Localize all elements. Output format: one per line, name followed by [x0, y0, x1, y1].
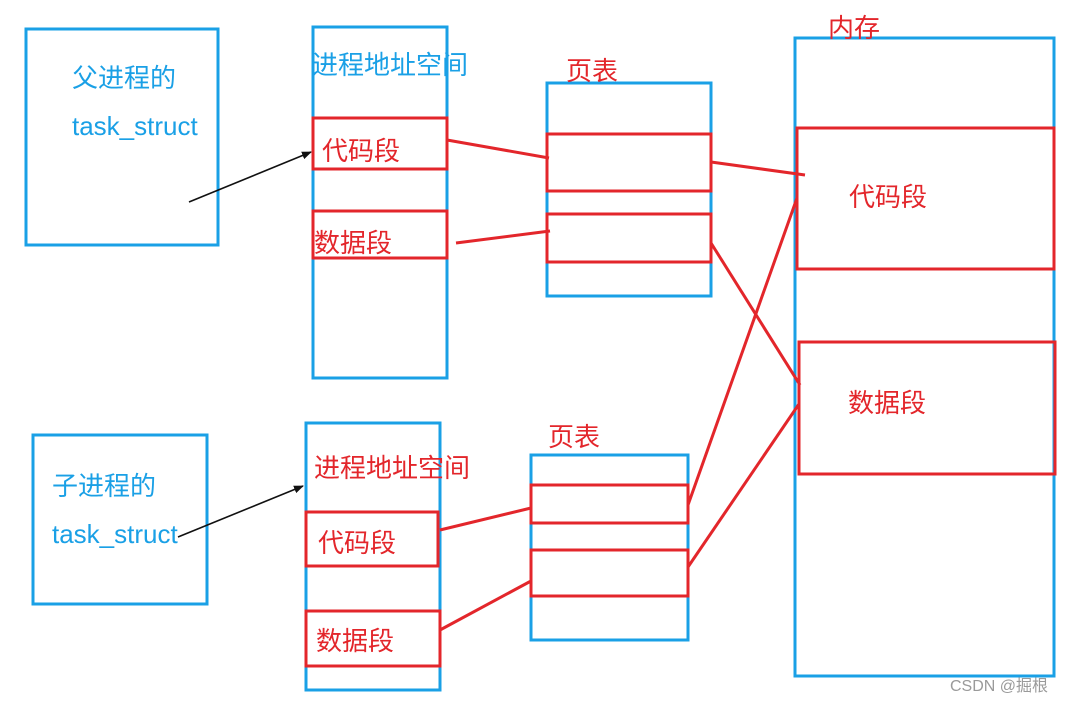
parent-page-table-code-entry [545, 132, 713, 193]
child-code-segment-label: 代码段 [318, 528, 396, 558]
memory-data-segment-label: 数据段 [848, 388, 926, 418]
parent-page-table-data-entry [545, 212, 713, 264]
parent-code-to-page-table-line [446, 138, 550, 160]
child-data-to-page-table-line [439, 579, 532, 632]
parent-code-segment-label: 代码段 [322, 136, 400, 166]
parent-data-to-page-table-line [455, 229, 551, 245]
memory-label: 内存 [828, 13, 880, 43]
child-page-table-box [529, 453, 690, 642]
child-page-table-data-entry [529, 548, 690, 598]
parent-task-struct-label-line1: 父进程的 [72, 63, 176, 93]
memory-code-segment-label: 代码段 [849, 182, 927, 212]
parent-page-table-label: 页表 [566, 56, 618, 86]
child-data-segment-label: 数据段 [316, 626, 394, 656]
parent-task-struct-label-line2: task_struct [72, 111, 198, 141]
memory-box [793, 36, 1056, 678]
watermark: CSDN @掘根 [950, 677, 1048, 695]
child-code-to-page-table-line [439, 506, 532, 532]
parent-address-space-label: 进程地址空间 [312, 50, 468, 80]
parent-data-segment-label: 数据段 [314, 228, 392, 258]
child-task-struct-box [31, 433, 209, 606]
child-task-struct-label-line1: 子进程的 [52, 471, 156, 501]
child-data-mapping-line [686, 403, 801, 568]
child-code-segment-box [304, 510, 440, 568]
parent-task-struct-arrow [188, 151, 312, 203]
parent-address-space-box [311, 25, 449, 380]
parent-data-segment-box [311, 209, 449, 260]
parent-code-segment-box [311, 116, 449, 171]
child-task-struct-arrow [177, 485, 304, 538]
parent-task-struct-box [24, 27, 220, 247]
parent-code-mapping-line [710, 160, 806, 177]
child-page-table-label: 页表 [548, 422, 600, 452]
child-address-space-label: 进程地址空间 [314, 453, 470, 483]
child-data-segment-box [304, 609, 442, 668]
child-task-struct-label-line2: task_struct [52, 519, 178, 549]
memory-data-segment-box [797, 340, 1057, 476]
child-page-table-code-entry [529, 483, 690, 525]
child-code-mapping-line [686, 197, 799, 506]
